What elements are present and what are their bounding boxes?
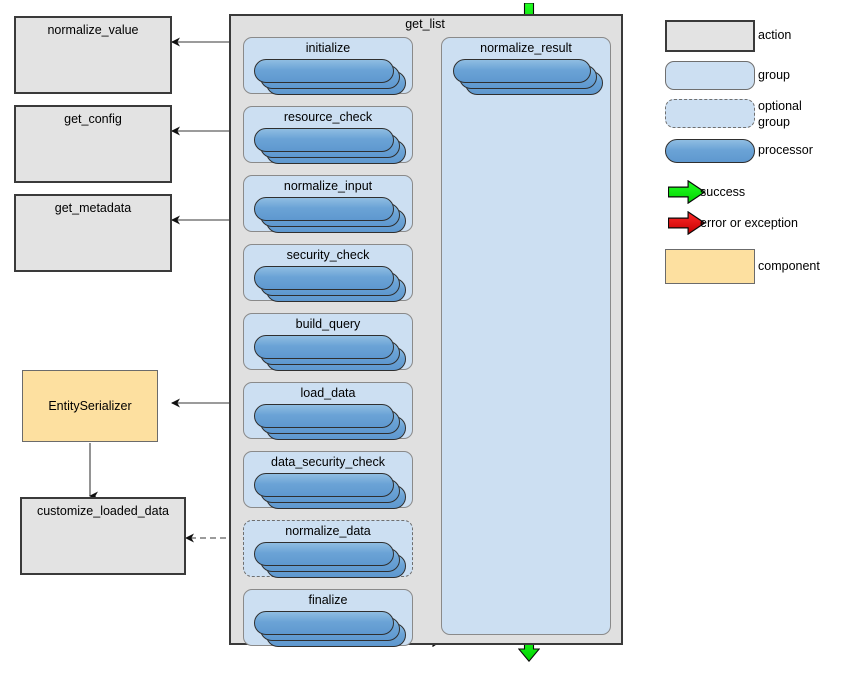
group-label: normalize_input [283,179,373,193]
legend-swatch-component [665,249,755,284]
legend-label-component: component [758,259,820,273]
group-normalize-result[interactable]: normalize_result [441,37,611,635]
legend-label-optional-group-line2: group [758,115,790,129]
legend-label-optional-group-line1: optional [758,99,802,113]
group-label: initialize [305,41,351,55]
group-label: build_query [295,317,361,331]
group-label: resource_check [283,110,373,124]
processor-stack[interactable] [254,266,406,302]
processor-stack[interactable] [254,128,406,164]
legend-label-group: group [758,68,790,82]
processor-shape [453,59,591,83]
group-label: load_data [300,386,356,400]
group-resource-check[interactable]: resource_check [243,106,413,164]
processor-stack[interactable] [254,473,406,509]
processor-stack[interactable] [254,542,406,578]
container-title: get_list [405,17,445,31]
group-normalize-input[interactable]: normalize_input [243,175,413,233]
group-label: normalize_result [480,41,572,55]
legend-label-processor: processor [758,143,813,157]
group-label: security_check [286,248,370,262]
group-build-query[interactable]: build_query [243,313,413,371]
processor-shape [254,59,394,83]
processor-shape [254,335,394,359]
action-box-get-config[interactable]: get_config [14,105,172,183]
legend-swatch-processor [665,139,755,163]
legend-label-success: success [700,185,746,199]
processor-stack[interactable] [254,335,406,371]
action-label: normalize_value [47,23,139,37]
processor-stack[interactable] [254,59,406,95]
action-label: get_metadata [54,201,132,215]
group-data-security-check[interactable]: data_security_check [243,451,413,509]
processor-shape [254,473,394,497]
group-load-data[interactable]: load_data [243,382,413,440]
processor-shape [254,128,394,152]
action-box-customize-loaded-data[interactable]: customize_loaded_data [20,497,186,575]
legend-swatch-action [665,20,755,52]
group-normalize-data[interactable]: normalize_data [243,520,413,578]
group-security-check[interactable]: security_check [243,244,413,302]
legend-label-action: action [758,28,792,42]
group-label: data_security_check [271,455,385,469]
group-finalize[interactable]: finalize [243,589,413,647]
processor-stack[interactable] [254,197,406,233]
action-box-normalize-value[interactable]: normalize_value [14,16,172,94]
processor-shape [254,611,394,635]
component-box-entity-serializer[interactable]: EntitySerializer [22,370,158,442]
processor-shape [254,542,394,566]
processor-stack[interactable] [254,611,406,647]
group-label: normalize_data [285,524,371,538]
action-label: get_config [64,112,122,126]
legend-label-error: error or exception [700,216,798,230]
group-initialize[interactable]: initialize [243,37,413,95]
action-label: customize_loaded_data [36,504,170,518]
group-label: finalize [308,593,348,607]
legend-swatch-group [665,61,755,90]
processor-shape [254,404,394,428]
processor-shape [254,197,394,221]
action-box-get-metadata[interactable]: get_metadata [14,194,172,272]
processor-stack[interactable] [254,404,406,440]
processor-shape [254,266,394,290]
processor-stack[interactable] [453,59,603,99]
component-label: EntitySerializer [48,399,132,413]
legend-swatch-optional-group [665,99,755,128]
